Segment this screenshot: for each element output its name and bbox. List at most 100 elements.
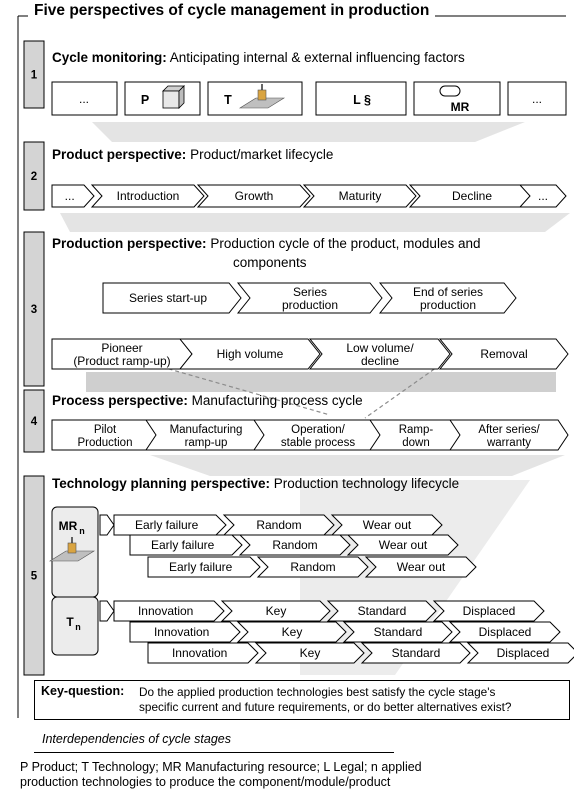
product-stage-1-shape (51, 184, 95, 208)
t-row-3-stage-4: Displaced (432, 600, 545, 622)
t-row-2-stage-3: Standard (342, 621, 453, 643)
mr-row-1-stage-3-label: Wear out (397, 560, 446, 574)
section-4-number: 4 (31, 416, 38, 428)
section-3-number: 3 (31, 304, 37, 316)
process-stage-1-label-1: Pilot (94, 424, 117, 436)
production-bottom-stage-1-label-2: (Product ramp-up) (73, 354, 170, 368)
t-row-1-stage-3-shape (360, 642, 471, 664)
production-top-stage-2-label-2: production (282, 298, 338, 312)
process-stage-3-label-1: Operation/ (291, 424, 346, 436)
cube-icon (162, 90, 180, 109)
product-stage-4-label: Maturity (339, 189, 382, 203)
t-row-2-stage-1: Innovation (129, 621, 241, 643)
mr-row-2-stage-1-label: Early failure (151, 538, 215, 552)
section-1-bar (23, 40, 45, 109)
footnote-line-1: P Product; T Technology; MR Manufacturin… (20, 760, 422, 774)
section-3-bar (23, 231, 45, 387)
machine-spindle (257, 89, 267, 101)
t-row-1-stage-2-label: Key (300, 646, 321, 660)
mr-row-3-stage-3-shape (330, 514, 443, 536)
mr-row-3-stage-3: Wear out (330, 514, 443, 536)
t-row-2-stage-4-label: Displaced (479, 625, 532, 639)
t-row-3-stage-1: Innovation (113, 600, 225, 622)
process-stage-2-label-2: ramp-up (185, 437, 228, 449)
monitor-label-technology: T (224, 93, 232, 107)
process-stage-4-label-2: down (402, 437, 430, 449)
monitor-label-product: P (141, 93, 149, 107)
product-stage-3-label: Growth (235, 189, 274, 203)
mr-machine-icon (48, 537, 96, 562)
manufacturing-resource-icon (439, 85, 461, 97)
section-5-title: Technology planning perspective: Product… (52, 476, 460, 491)
t-row-2-stage-1-shape (129, 621, 241, 643)
mr-row-3-stage-1: Early failure (113, 514, 227, 536)
section-2-title: Product perspective: Product/market life… (52, 147, 334, 162)
mr-row-2-stage-2: Random (238, 534, 351, 556)
monitor-label-dots-right: ... (532, 92, 542, 106)
t-row-3-stage-1-shape (113, 600, 225, 622)
monitor-box-6 (507, 81, 567, 116)
section-4-bar (23, 389, 45, 453)
production-bottom-stage-2-shape (178, 338, 321, 370)
production-top-stage-1: Series start-up (102, 282, 242, 314)
product-stage-2-shape (90, 184, 205, 208)
t-subscript: n (75, 622, 81, 632)
production-bottom-stage-3: Low volume/decline (308, 338, 451, 370)
production-bottom-stage-4: Removal (438, 338, 569, 370)
key-question-line-2: specific current and future requirements… (139, 700, 512, 714)
product-stage-4-shape (302, 184, 417, 208)
t-row-3-stage-3-label: Standard (358, 604, 407, 618)
dashed-line-2 (364, 364, 441, 419)
t-row-2-stage-2-shape (236, 621, 347, 643)
t-row-1-stage-3-label: Standard (392, 646, 441, 660)
process-stage-3-label-2: stable process (281, 437, 355, 449)
mr-row-3-stage-1-shape (113, 514, 227, 536)
band-3-4 (86, 372, 556, 392)
mr-subscript: n (79, 526, 85, 536)
section-3-title-cont: components (233, 255, 307, 270)
mr-row-1-stage-2-shape (256, 556, 369, 578)
mr-row-2-stage-1: Early failure (129, 534, 243, 556)
mr-row-3-stage-1-label: Early failure (135, 518, 199, 532)
mr-row-1-stage-3-shape (364, 556, 477, 578)
t-row-2-stage-4-shape (448, 621, 561, 643)
monitor-box-1 (51, 81, 118, 116)
t-pointer (99, 600, 115, 622)
section-4-title: Process perspective: Manufacturing proce… (52, 393, 363, 408)
t-row-1-stage-4-label: Displaced (497, 646, 550, 660)
mr-pointer (99, 514, 115, 536)
production-top-stage-2-shape (236, 282, 383, 314)
production-top-stage-3-label-1: End of series (413, 285, 483, 299)
t-row-2-stage-4: Displaced (448, 621, 561, 643)
production-bottom-stage-2-label: High volume (217, 347, 284, 361)
production-top-stage-1-label: Series start-up (129, 291, 207, 305)
funnel-2-3 (60, 213, 570, 232)
product-stage-5: Decline (408, 184, 535, 208)
mr-row-1-stage-2-label: Random (290, 560, 335, 574)
machine-spindle (67, 542, 77, 554)
process-stage-2-label-1: Manufacturing (170, 424, 243, 436)
interdependency-lines (154, 364, 441, 419)
t-row-1-stage-2-shape (254, 642, 365, 664)
monitor-label-dots-left: ... (79, 92, 89, 106)
mr-row-2-stage-2-label: Random (272, 538, 317, 552)
funnel-1-2 (92, 122, 525, 142)
monitor-label-mr: MR (451, 100, 470, 114)
t-row-1-stage-1-label: Innovation (172, 646, 227, 660)
technology-machine-icon (238, 84, 286, 109)
process-stage-3: Operation/stable process (253, 419, 383, 451)
mr-pointer-shape (99, 514, 115, 536)
process-stage-4-label-1: Ramp- (399, 424, 434, 436)
production-bottom-stage-4-label: Removal (480, 347, 527, 361)
product-stage-3-shape (196, 184, 311, 208)
mr-row-2-stage-3-shape (346, 534, 459, 556)
machine-base (48, 550, 96, 562)
process-stage-5-shape (449, 419, 569, 451)
production-bottom-stage-2: High volume (178, 338, 321, 370)
mr-row-3-stage-2-label: Random (256, 518, 301, 532)
